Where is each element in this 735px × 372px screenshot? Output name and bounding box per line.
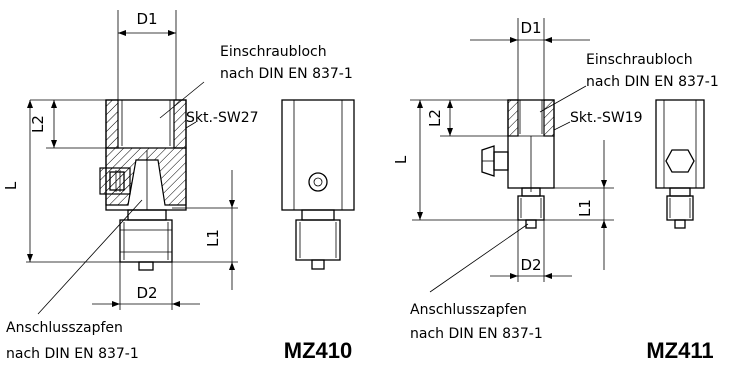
mz411-drawing: D1 L2 <box>392 18 719 363</box>
mz410-note-hole-1: Einschraubloch <box>220 44 327 60</box>
mz410-l-label: L <box>2 181 20 190</box>
mz410-l1-dimension: L1 <box>172 170 238 290</box>
mz410-spanner-note: Skt.-SW27 <box>186 110 259 126</box>
mz411-spanner-leader <box>553 121 571 131</box>
mz410-spanner-leader <box>185 121 197 129</box>
mz410-l1-label: L1 <box>204 229 222 247</box>
mz410-l-dimension: L <box>2 100 120 263</box>
mz410-d2-dimension: D2 <box>92 262 200 310</box>
mz410-model-label: MZ410 <box>284 338 352 363</box>
mz411-side-view <box>655 99 705 229</box>
mz410-side-view <box>281 99 355 270</box>
mz410-l2-dimension: L2 <box>29 99 106 149</box>
mz410-connector-leader <box>37 199 143 315</box>
mz411-l2-label: L2 <box>426 109 444 127</box>
mz411-d1-label: D1 <box>520 19 541 37</box>
mz410-drawing: D1 <box>2 10 355 363</box>
mz410-d2-label: D2 <box>136 284 157 302</box>
mz411-l1-label: L1 <box>576 199 594 217</box>
mz410-note-connector-1: Anschlusszapfen <box>6 320 123 336</box>
mz411-connector-leader <box>429 223 529 293</box>
mz411-hole-leader <box>539 85 587 113</box>
mz411-d2-label: D2 <box>520 256 541 274</box>
mz411-note-connector-1: Anschlusszapfen <box>410 302 527 318</box>
mz411-l2-dimension: L2 <box>410 99 508 137</box>
mz411-model-label: MZ411 <box>646 338 713 363</box>
mz411-l-dimension: L <box>392 100 518 221</box>
mz411-note-hole-2: nach DIN EN 837-1 <box>586 74 719 90</box>
mz410-note-connector-2: nach DIN EN 837-1 <box>6 346 139 362</box>
mz410-d1-label: D1 <box>136 10 157 28</box>
mz410-l2-label: L2 <box>29 115 47 133</box>
mz411-note-connector-2: nach DIN EN 837-1 <box>410 326 543 342</box>
mz410-note-hole-2: nach DIN EN 837-1 <box>220 66 353 82</box>
mz410-d1-dimension: D1 <box>117 10 177 100</box>
mz411-section-view <box>481 99 555 229</box>
mz411-d1-dimension: D1 <box>470 18 590 100</box>
mz411-d2-dimension: D2 <box>490 220 572 282</box>
mz410-hole-leader <box>159 81 205 119</box>
mz410-section-view <box>99 99 187 271</box>
mz411-note-hole-1: Einschraubloch <box>586 52 693 68</box>
mz411-spanner-note: Skt.-SW19 <box>570 110 643 126</box>
mz411-l1-dimension: L1 <box>544 140 614 270</box>
mz411-l-label: L <box>392 155 410 164</box>
